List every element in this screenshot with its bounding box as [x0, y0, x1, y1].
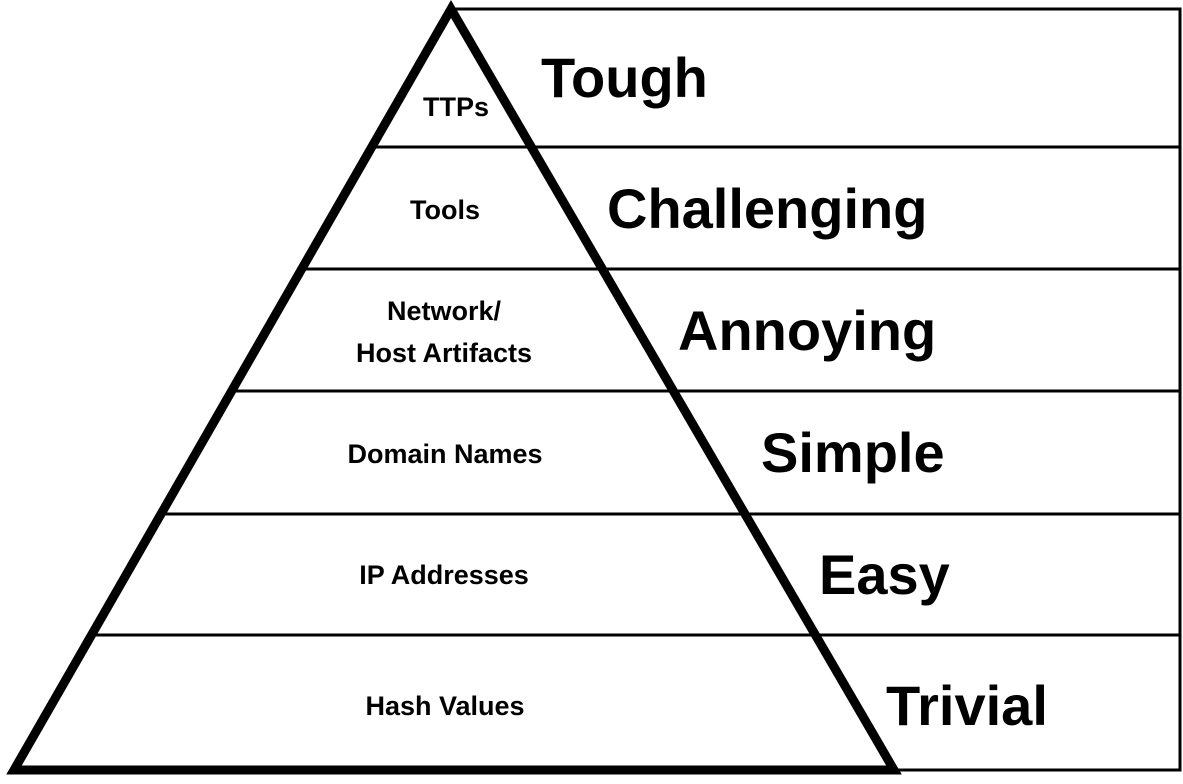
- layer-label-hash-values: Hash Values: [365, 691, 524, 721]
- pyramid-outline: [6, 0, 902, 775]
- layer-label-network-artifacts-line1: Network/: [387, 296, 502, 326]
- difficulty-label-trivial: Trivial: [886, 674, 1048, 737]
- layer-label-domain-names: Domain Names: [347, 439, 542, 469]
- difficulty-label-easy: Easy: [819, 543, 950, 606]
- difficulty-label-simple: Simple: [761, 421, 945, 484]
- layer-label-tools: Tools: [410, 195, 480, 225]
- difficulty-label-tough: Tough: [541, 46, 708, 109]
- layer-label-ttps: TTPs: [423, 92, 489, 122]
- layer-label-network-artifacts-line2: Host Artifacts: [356, 338, 532, 368]
- layer-label-ip-addresses: IP Addresses: [359, 560, 529, 590]
- difficulty-label-annoying: Annoying: [678, 299, 936, 362]
- difficulty-label-challenging: Challenging: [607, 177, 927, 240]
